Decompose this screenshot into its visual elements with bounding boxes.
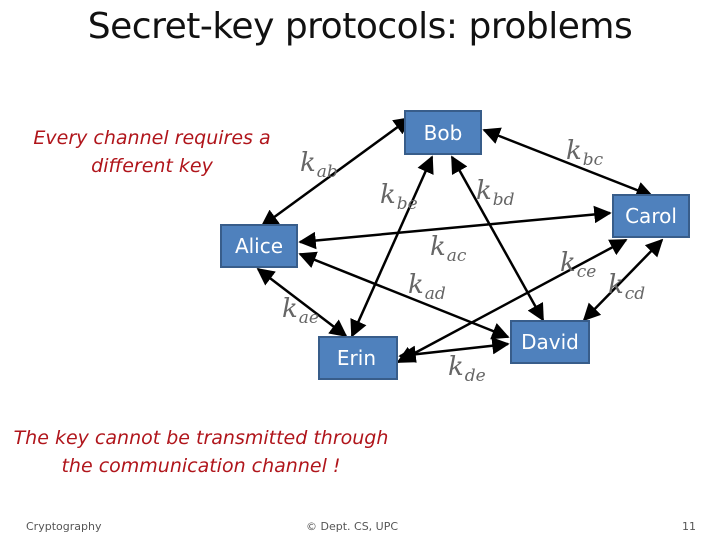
key-be: kbe — [380, 180, 418, 214]
edge-carol-david — [582, 238, 664, 322]
key-ab: kab — [300, 148, 338, 182]
key-bc: kbc — [566, 136, 604, 170]
edge-alice-bob — [260, 116, 412, 228]
footer-page-number: 11 — [682, 520, 696, 533]
note-every-channel: Every channel requires a different key — [33, 127, 271, 177]
note-key-transmission: The key cannot be transmitted through th… — [13, 427, 389, 477]
edge-bob-carol — [482, 127, 654, 199]
key-de: kde — [448, 352, 486, 386]
node-carol[interactable]: Carol — [612, 194, 690, 238]
key-cd: kcd — [608, 270, 646, 304]
key-ad: kad — [408, 270, 446, 304]
key-ac: kac — [430, 232, 467, 266]
edge-alice-carol — [298, 205, 612, 250]
edge-erin-david — [398, 337, 510, 363]
node-david[interactable]: David — [510, 320, 590, 364]
key-bd: kbd — [476, 176, 515, 210]
edge-alice-david — [298, 251, 510, 340]
edge-alice-erin — [256, 267, 348, 338]
slide-title: Secret-key protocols: problems — [87, 6, 633, 47]
node-alice[interactable]: Alice — [220, 224, 298, 268]
key-ce: kce — [560, 248, 597, 282]
node-bob[interactable]: Bob — [404, 110, 482, 155]
node-erin[interactable]: Erin — [318, 336, 398, 380]
footer-copyright: © Dept. CS, UPC — [306, 520, 399, 533]
footer-course: Cryptography — [26, 520, 102, 533]
key-ae: kae — [282, 294, 319, 328]
